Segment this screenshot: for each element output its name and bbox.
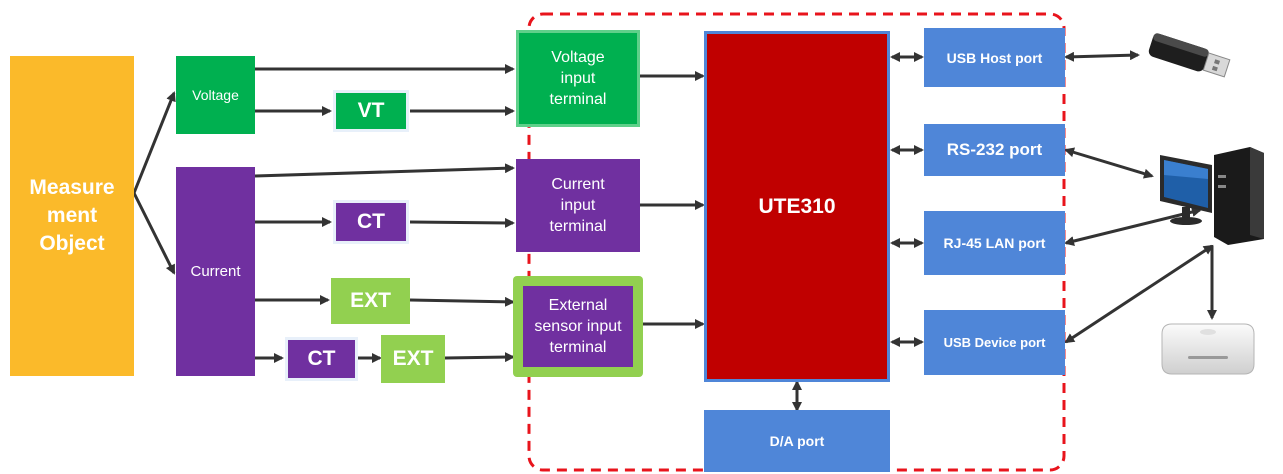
voltage-box: Voltage — [176, 56, 255, 134]
external-terminal-label: External sensor input terminal — [534, 295, 621, 358]
usb-stick-icon — [1143, 28, 1235, 84]
usb-device-port: USB Device port — [924, 310, 1065, 375]
connector-usbhost-stick — [1066, 55, 1138, 57]
connector-current-terminal — [255, 168, 513, 176]
usb-device-port-label: USB Device port — [944, 335, 1046, 350]
ct-label: CT — [357, 210, 385, 234]
external-sensor-input-terminal: External sensor input terminal — [523, 286, 633, 367]
measurement-object-box: Measure ment Object — [10, 56, 134, 376]
voltage-terminal-label: Voltage input terminal — [550, 47, 607, 110]
current-box: Current — [176, 167, 255, 376]
connector-ext2-terminal — [445, 357, 513, 358]
rs232-port: RS-232 port — [924, 124, 1065, 176]
connector-object-current — [134, 193, 174, 273]
da-port: D/A port — [704, 410, 890, 472]
rj45-lan-port-label: RJ-45 LAN port — [944, 235, 1046, 251]
connector-rs232-pc — [1066, 150, 1152, 176]
external-sensor-terminal-outer: External sensor input terminal — [513, 276, 643, 377]
connector-object-voltage — [134, 93, 174, 193]
rj45-lan-port: RJ-45 LAN port — [924, 211, 1065, 275]
ext-box: EXT — [331, 278, 410, 324]
ext2-label: EXT — [393, 347, 434, 371]
usb-host-port: USB Host port — [924, 28, 1065, 87]
ct2-box: CT — [285, 337, 358, 381]
da-port-label: D/A port — [770, 433, 825, 449]
mini-pc-icon — [1158, 320, 1258, 376]
vt-label: VT — [358, 99, 385, 123]
ct-box: CT — [333, 200, 409, 244]
current-label: Current — [190, 263, 240, 280]
connector-ext-terminal — [410, 300, 513, 302]
connector-ct-terminal — [410, 222, 513, 223]
measurement-object-label: Measure ment Object — [29, 174, 114, 258]
usb-host-port-label: USB Host port — [947, 50, 1043, 66]
ct2-label: CT — [308, 347, 336, 371]
ext-label: EXT — [350, 289, 391, 313]
desktop-computer-icon — [1158, 145, 1270, 247]
vt-box: VT — [333, 90, 409, 132]
current-terminal-label: Current input terminal — [550, 174, 607, 237]
current-input-terminal: Current input terminal — [516, 159, 640, 252]
rs232-port-label: RS-232 port — [947, 140, 1042, 160]
ute310-unit: UTE310 — [704, 31, 890, 382]
voltage-input-terminal: Voltage input terminal — [516, 30, 640, 127]
ute310-label: UTE310 — [758, 195, 835, 219]
ext2-box: EXT — [381, 335, 445, 383]
voltage-label: Voltage — [192, 87, 239, 103]
